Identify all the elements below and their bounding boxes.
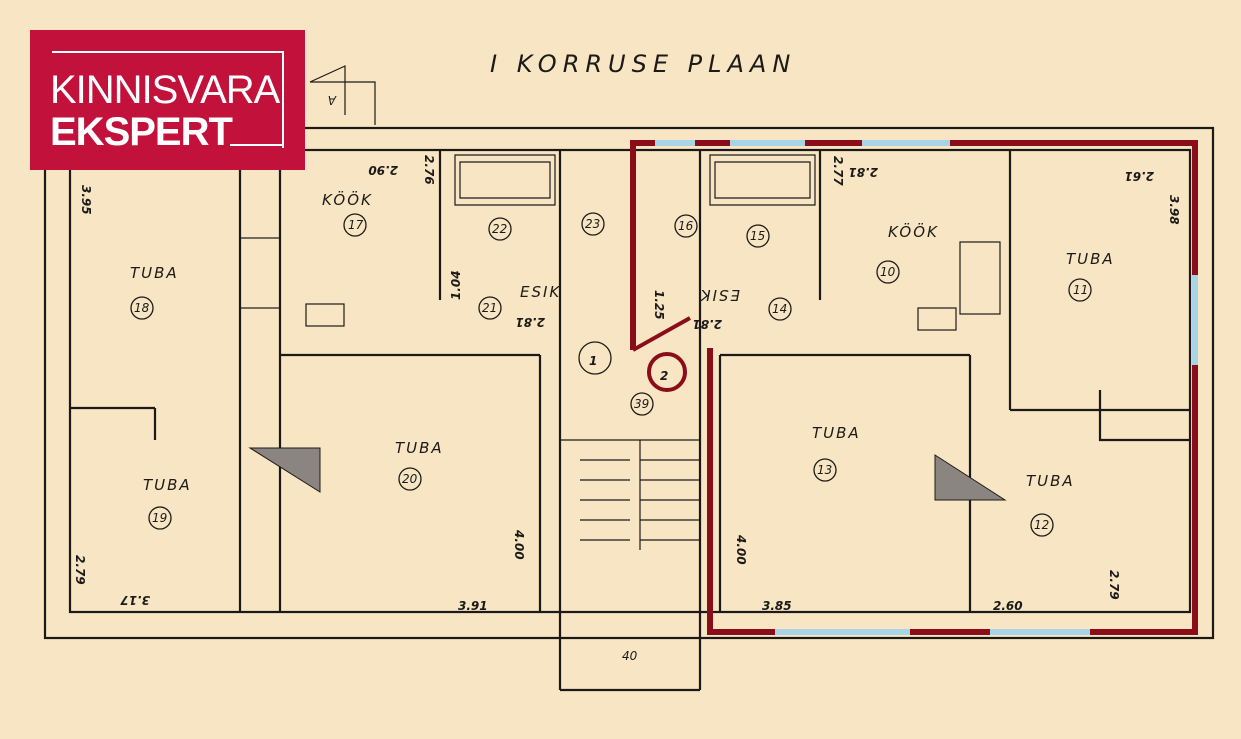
svg-text:40: 40 xyxy=(622,649,638,663)
svg-text:KÖÖK: KÖÖK xyxy=(322,190,373,209)
svg-text:3.91: 3.91 xyxy=(458,599,488,613)
room-23: 23 xyxy=(581,212,605,236)
svg-text:3.85: 3.85 xyxy=(762,599,792,613)
svg-text:TUBA: TUBA xyxy=(130,264,179,282)
apartment-marker-2: 2 xyxy=(647,352,687,392)
room-12: TUBA 12 xyxy=(1026,472,1075,537)
apartment-2-outline xyxy=(630,140,1198,635)
svg-text:3.17: 3.17 xyxy=(120,593,150,607)
room-22: 22 xyxy=(488,217,512,241)
svg-text:2.81: 2.81 xyxy=(692,317,722,331)
logo-line-1: KINNISVARA xyxy=(50,68,280,112)
plan-title: I KORRUSE PLAAN xyxy=(490,50,796,78)
svg-text:1: 1 xyxy=(589,354,597,368)
svg-text:22: 22 xyxy=(492,222,507,236)
svg-text:10: 10 xyxy=(880,265,896,279)
svg-text:3.98: 3.98 xyxy=(1167,195,1181,225)
svg-text:2.76: 2.76 xyxy=(422,155,436,185)
section-marker: A xyxy=(309,65,376,125)
svg-text:TUBA: TUBA xyxy=(812,424,861,442)
svg-text:TUBA: TUBA xyxy=(1066,250,1115,268)
room-11: TUBA 11 xyxy=(1066,250,1115,302)
svg-text:ESIK: ESIK xyxy=(520,283,561,301)
logo-line-2: EKSPERT xyxy=(50,110,233,154)
room-21: ESIK 21 xyxy=(478,283,561,320)
svg-text:21: 21 xyxy=(482,301,497,315)
svg-text:4.00: 4.00 xyxy=(734,534,748,565)
room-40: 40 xyxy=(622,649,638,663)
svg-text:2.79: 2.79 xyxy=(1107,570,1121,600)
kinnisvara-ekspert-logo: KINNISVARA EKSPERT xyxy=(30,30,305,170)
svg-text:TUBA: TUBA xyxy=(143,476,192,494)
room-39: 39 xyxy=(630,392,654,416)
svg-text:23: 23 xyxy=(585,217,600,231)
svg-text:2.81: 2.81 xyxy=(848,165,878,179)
svg-text:15: 15 xyxy=(750,229,765,243)
svg-text:2.90: 2.90 xyxy=(368,163,398,177)
svg-text:KÖÖK: KÖÖK xyxy=(888,222,939,241)
room-14: ESIK 14 xyxy=(699,286,792,321)
svg-text:1.25: 1.25 xyxy=(652,290,666,320)
svg-text:39: 39 xyxy=(634,397,649,411)
svg-text:2: 2 xyxy=(660,369,668,383)
svg-text:13: 13 xyxy=(817,463,832,477)
room-17: KÖÖK 17 xyxy=(322,190,373,237)
svg-text:ESIK: ESIK xyxy=(699,286,740,304)
svg-text:16: 16 xyxy=(678,219,694,233)
room-16: 16 xyxy=(674,214,698,238)
room-18: TUBA 18 xyxy=(130,264,179,320)
svg-text:3.95: 3.95 xyxy=(79,185,93,215)
svg-text:2.81: 2.81 xyxy=(515,315,545,329)
svg-text:18: 18 xyxy=(134,301,150,315)
section-marker-label: A xyxy=(328,93,337,107)
room-13: TUBA 13 xyxy=(812,424,861,482)
svg-text:14: 14 xyxy=(772,302,787,316)
walls xyxy=(43,126,1215,692)
dimension-labels: 3.95 2.90 2.76 1.04 2.81 2.79 3.17 3.91 … xyxy=(73,155,1181,613)
room-20: TUBA 20 xyxy=(395,439,444,491)
svg-text:2.79: 2.79 xyxy=(73,555,87,585)
svg-text:2.77: 2.77 xyxy=(831,156,845,186)
svg-text:1.04: 1.04 xyxy=(449,270,463,300)
svg-text:TUBA: TUBA xyxy=(1026,472,1075,490)
svg-text:20: 20 xyxy=(402,472,418,486)
svg-text:2.60: 2.60 xyxy=(993,599,1023,613)
svg-text:11: 11 xyxy=(1073,283,1088,297)
room-15: 15 xyxy=(746,224,770,248)
svg-text:2.61: 2.61 xyxy=(1124,169,1154,183)
apartment-marker-1: 1 xyxy=(578,341,612,375)
svg-text:19: 19 xyxy=(152,511,167,525)
svg-text:17: 17 xyxy=(348,218,364,232)
svg-text:12: 12 xyxy=(1034,518,1049,532)
room-10: KÖÖK 10 xyxy=(876,222,939,284)
svg-text:TUBA: TUBA xyxy=(395,439,444,457)
svg-text:4.00: 4.00 xyxy=(512,529,526,560)
room-19: TUBA 19 xyxy=(143,476,192,530)
